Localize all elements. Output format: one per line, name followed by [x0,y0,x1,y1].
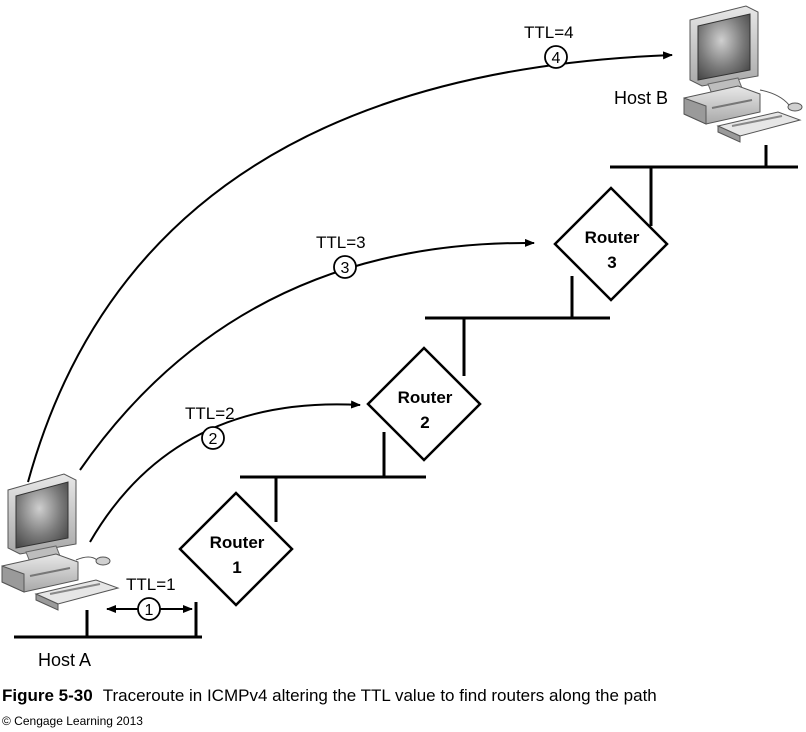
hop-3-arrow [79,238,535,471]
hop-2-arrow [89,400,361,543]
hop-arrows [27,51,673,613]
hop-4-arrow [27,51,673,483]
hop-3: TTL=3 3 [316,233,366,279]
router-1: Router 1 [178,491,294,607]
ttl-4-label: TTL=4 [524,23,574,42]
caption-text: Traceroute in ICMPv4 altering the TTL va… [102,686,657,705]
copyright-notice: © Cengage Learning 2013 [2,714,143,728]
figure-number: Figure 5-30 [2,686,93,705]
router-3: Router 3 [553,186,669,302]
router-1-label: Router [210,533,265,552]
step-1-number: 1 [145,602,154,619]
router-3-number: 3 [607,253,616,272]
router-3-label: Router [585,228,640,247]
router-2-number: 2 [420,413,429,432]
router-2: Router 2 [366,346,482,462]
ttl-1-label: TTL=1 [126,575,176,594]
host-b-label: Host B [614,88,668,108]
host-a-computer-icon [1,473,120,611]
host-b-computer-icon [683,5,803,143]
host-a-label: Host A [38,650,91,670]
hop-1: TTL=1 1 [126,575,176,621]
ttl-3-label: TTL=3 [316,233,366,252]
hop-4: TTL=4 4 [524,23,574,69]
step-3-number: 3 [341,260,350,277]
hop-2: TTL=2 2 [185,404,235,450]
step-2-number: 2 [209,431,218,448]
figure-caption: Figure 5-30 Traceroute in ICMPv4 altering… [2,686,657,706]
traceroute-diagram: Router 1 Router 2 Router 3 TTL=1 1 TTL=2… [1,5,803,670]
router-2-label: Router [398,388,453,407]
router-1-number: 1 [232,558,241,577]
step-4-number: 4 [552,50,561,67]
ttl-2-label: TTL=2 [185,404,235,423]
network-lines [14,145,798,639]
